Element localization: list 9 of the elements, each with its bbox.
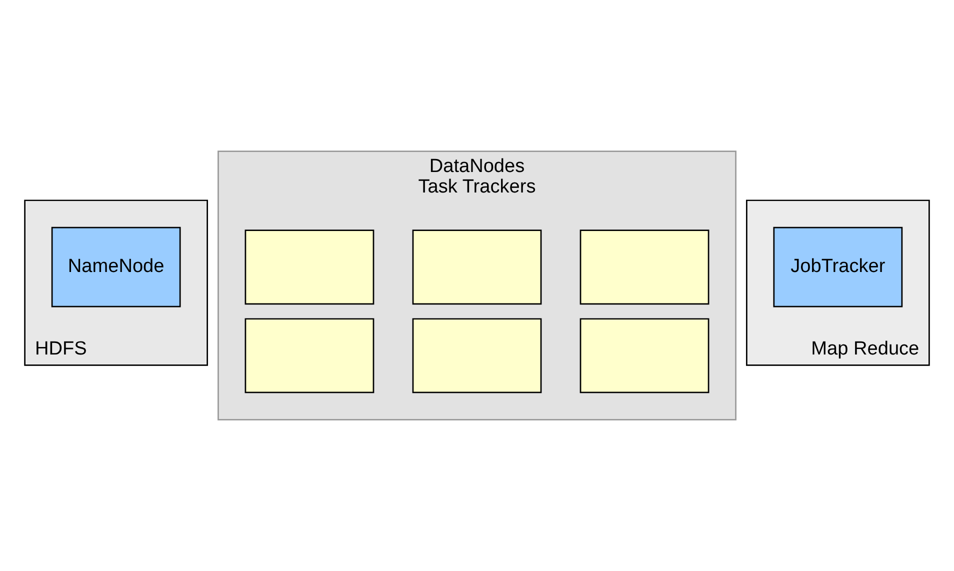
node-box — [412, 230, 542, 305]
node-box — [580, 318, 710, 394]
node-box — [412, 318, 542, 394]
node-box — [580, 230, 710, 305]
node-box — [244, 230, 374, 305]
node-box: NameNode — [51, 226, 181, 308]
node-box — [244, 318, 374, 394]
cluster: DataNodes Task Trackers — [218, 150, 736, 420]
node-box: JobTracker — [773, 226, 903, 308]
